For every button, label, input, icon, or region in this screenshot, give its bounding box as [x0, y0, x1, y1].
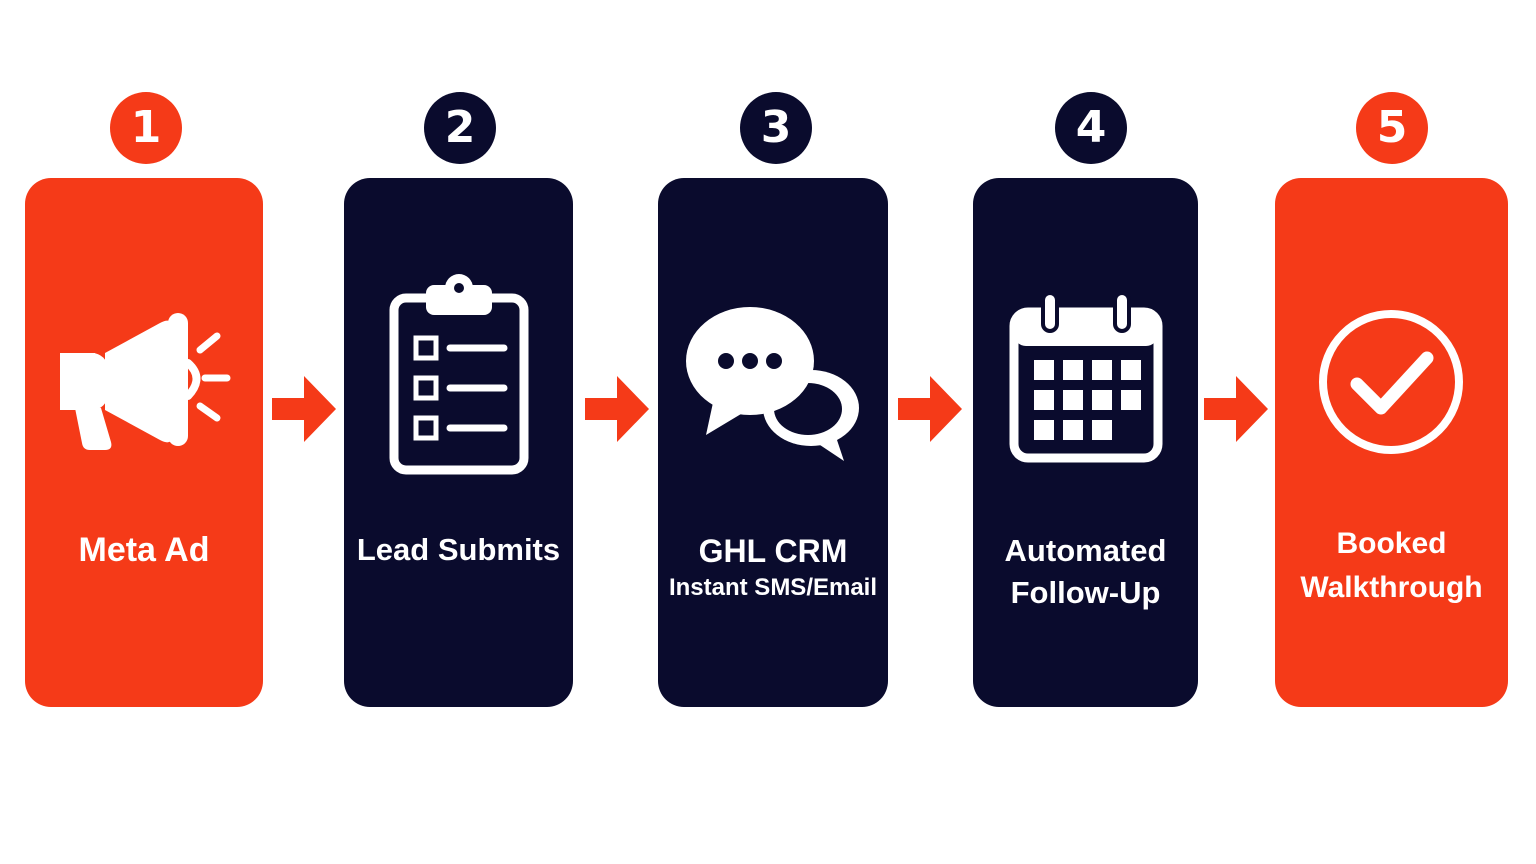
step-4-label-line-1: Automated: [1004, 533, 1167, 568]
step-5-label: Booked Walkthrough: [1275, 522, 1508, 610]
check-circle-icon: [1319, 310, 1463, 454]
step-2-label: Lead Submits: [344, 530, 573, 570]
chat-bubbles-icon: [686, 307, 859, 461]
step-4-number-badge: 4: [1055, 92, 1127, 164]
step-2-number-badge: 2: [424, 92, 496, 164]
step-3-card: GHL CRM Instant SMS/Email: [658, 178, 888, 707]
arrow-right-icon: [898, 376, 962, 442]
step-1-number-badge: 1: [110, 92, 182, 164]
megaphone-icon: [60, 313, 231, 450]
arrow-right-icon: [272, 376, 336, 442]
step-3-number-badge: 3: [740, 92, 812, 164]
clipboard-checklist-icon: [389, 274, 529, 475]
step-5-label-line-1: Booked: [1336, 527, 1447, 560]
step-1-card: Meta Ad: [25, 178, 263, 707]
step-3-label-line-1: GHL CRM: [698, 533, 848, 569]
step-4-label: Automated Follow-Up: [973, 530, 1198, 614]
step-5-number-badge: 5: [1356, 92, 1428, 164]
step-3-label-line-2: Instant SMS/Email: [668, 574, 878, 601]
step-4-card: Automated Follow-Up: [973, 178, 1198, 707]
step-5-label-line-2: Walkthrough: [1300, 571, 1483, 604]
calendar-icon: [1009, 291, 1163, 463]
step-5-card: Booked Walkthrough: [1275, 178, 1508, 707]
step-1-label-line-1: Meta Ad: [78, 531, 210, 569]
arrow-right-icon: [585, 376, 649, 442]
step-4-label-line-2: Follow-Up: [1010, 575, 1161, 610]
step-3-label: GHL CRM Instant SMS/Email: [658, 530, 888, 604]
step-2-card: Lead Submits: [344, 178, 573, 707]
step-2-label-line-1: Lead Submits: [356, 532, 561, 567]
arrow-right-icon: [1204, 376, 1268, 442]
step-1-label: Meta Ad: [25, 530, 263, 570]
